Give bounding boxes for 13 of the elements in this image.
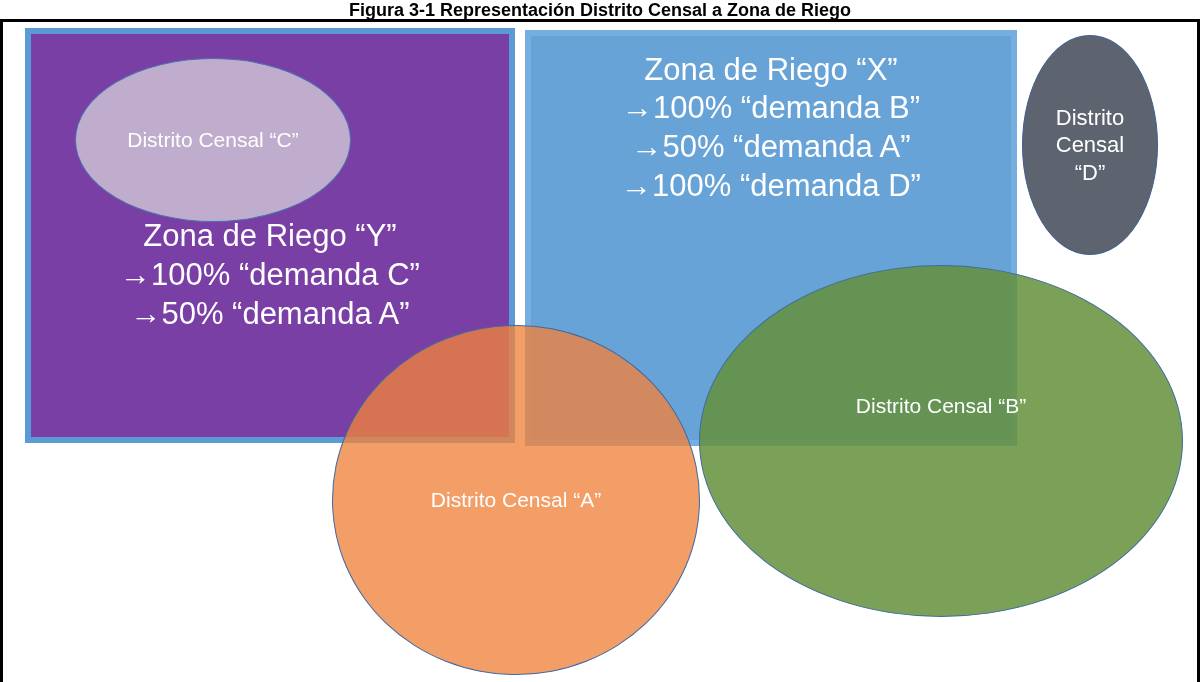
node-title: Distrito Censal “A” bbox=[430, 486, 602, 513]
demand-line: →100% “demanda C” bbox=[120, 256, 420, 295]
demand-line: →100% “demanda B” bbox=[621, 89, 921, 128]
node-title: Distrito Censal “C” bbox=[127, 126, 299, 153]
figure-title: Figura 3-1 Representación Distrito Censal a Zona de Riego bbox=[347, 0, 853, 21]
zone-rectangle bbox=[25, 28, 515, 443]
node-title: Zona de Riego “X” bbox=[644, 50, 898, 89]
demand-line: →100% “demanda D” bbox=[621, 166, 921, 205]
node-title: Distrito Censal “D” bbox=[1054, 103, 1126, 187]
node-title: Distrito Censal “B” bbox=[855, 392, 1027, 419]
demand-line: →50% “demanda A” bbox=[631, 128, 911, 166]
demand-line: →50% “demanda A” bbox=[130, 294, 410, 333]
node-title: Zona de Riego “Y” bbox=[143, 217, 397, 256]
